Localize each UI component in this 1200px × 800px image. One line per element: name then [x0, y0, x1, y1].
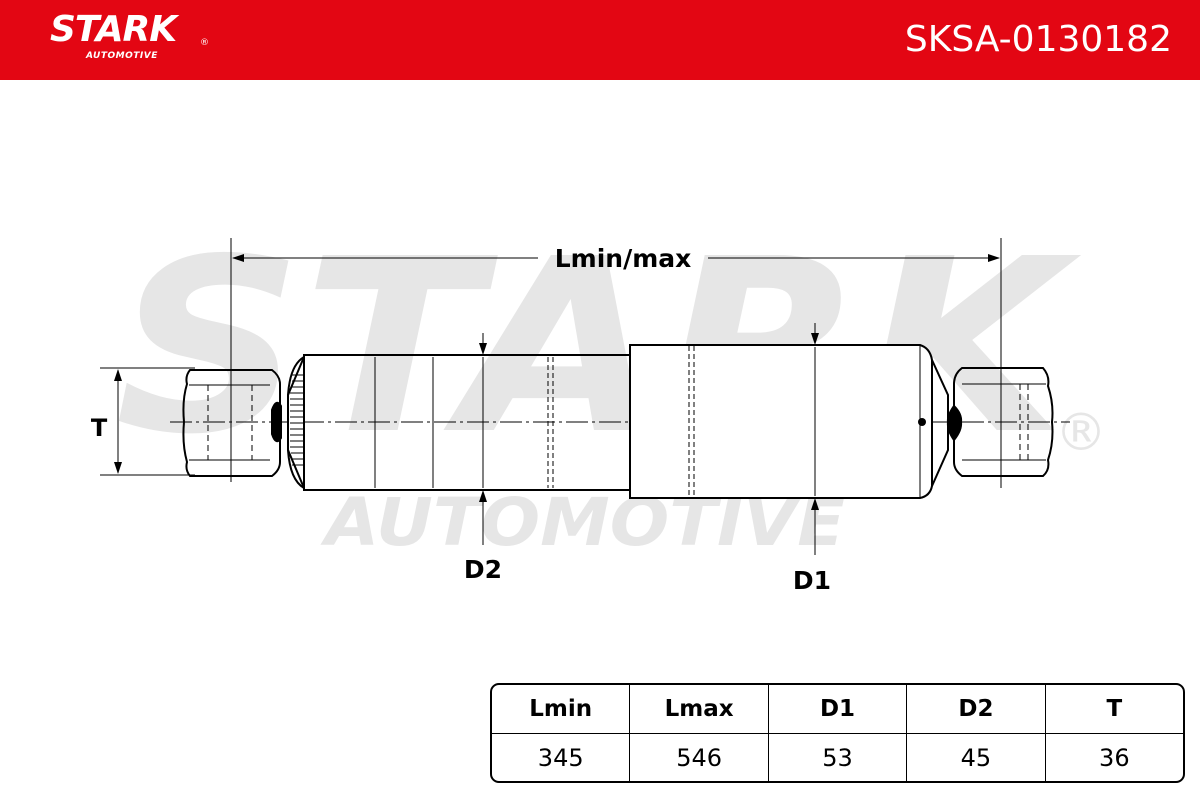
d1-arrow-bottom	[811, 498, 819, 510]
length-arrow-right	[988, 254, 1000, 262]
header-bar: STARK ® AUTOMOTIVE SKSA-0130182	[0, 0, 1200, 80]
knurl-band	[290, 374, 304, 466]
length-arrow-left	[232, 254, 244, 262]
table-header-cell: D1	[767, 685, 906, 733]
t-arrow-bottom	[114, 462, 122, 474]
d1-label: D1	[793, 566, 831, 595]
logo-subtitle: AUTOMOTIVE	[86, 51, 158, 61]
stark-logo: STARK ® AUTOMOTIVE	[50, 9, 209, 62]
dimension-table: Lmin Lmax D1 D2 T 345 546 53 45 36	[490, 683, 1185, 783]
table-value-row: 345 546 53 45 36	[492, 733, 1183, 781]
d2-label: D2	[464, 555, 502, 584]
table-header-cell: T	[1044, 685, 1183, 733]
logo-wordmark: STARK	[50, 9, 177, 50]
table-header-cell: Lmax	[629, 685, 767, 733]
d1-arrow-top	[811, 333, 819, 345]
table-header-cell: Lmin	[529, 696, 593, 722]
table-header-cell: D2	[906, 685, 1044, 733]
t-arrow-top	[114, 369, 122, 381]
table-value-cell: 36	[1044, 734, 1183, 781]
part-number: SKSA-0130182	[904, 19, 1172, 60]
table-value-cell: 345	[537, 744, 584, 772]
shock-absorber-drawing: STARK AUTOMOTIVE ® Lmin/max T	[91, 207, 1107, 595]
main-tube-dot	[918, 418, 926, 426]
right-eye-bushing	[946, 367, 1054, 477]
d2-arrow-top	[479, 343, 487, 355]
table-value-cell: 546	[629, 734, 767, 781]
table-header-row: Lmin Lmax D1 D2 T	[492, 685, 1183, 733]
length-label: Lmin/max	[555, 244, 692, 273]
watermark-reg: ®	[1055, 403, 1107, 463]
t-label: T	[91, 414, 108, 442]
table-value-cell: 53	[767, 734, 906, 781]
d2-arrow-bottom	[479, 490, 487, 502]
main-tube-body	[629, 344, 933, 499]
left-eye-bushing	[182, 369, 282, 477]
logo-registered-mark: ®	[200, 38, 209, 48]
table-value-cell: 45	[906, 734, 1044, 781]
